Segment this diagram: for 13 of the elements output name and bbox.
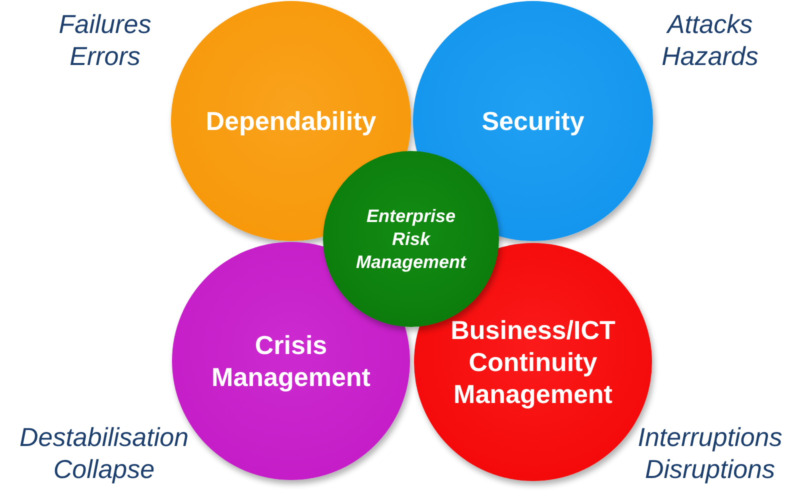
side-caption: Destabilisation xyxy=(19,421,189,453)
side-caption: Failures xyxy=(58,8,152,40)
side-caption: Hazards xyxy=(662,40,758,72)
side-caption: Attacks xyxy=(667,8,753,40)
side-caption: Disruptions xyxy=(644,453,776,485)
node-label: Security xyxy=(482,104,584,138)
side-caption: Collapse xyxy=(53,453,155,485)
node-label: Enterprise Risk Management xyxy=(354,204,468,274)
node-label: Business/ICT Continuity Management xyxy=(450,314,616,410)
side-caption: Errors xyxy=(70,40,140,72)
node-label: Crisis Management xyxy=(210,329,372,393)
node-label: Dependability xyxy=(206,104,376,138)
side-caption: Interruptions xyxy=(638,421,782,453)
